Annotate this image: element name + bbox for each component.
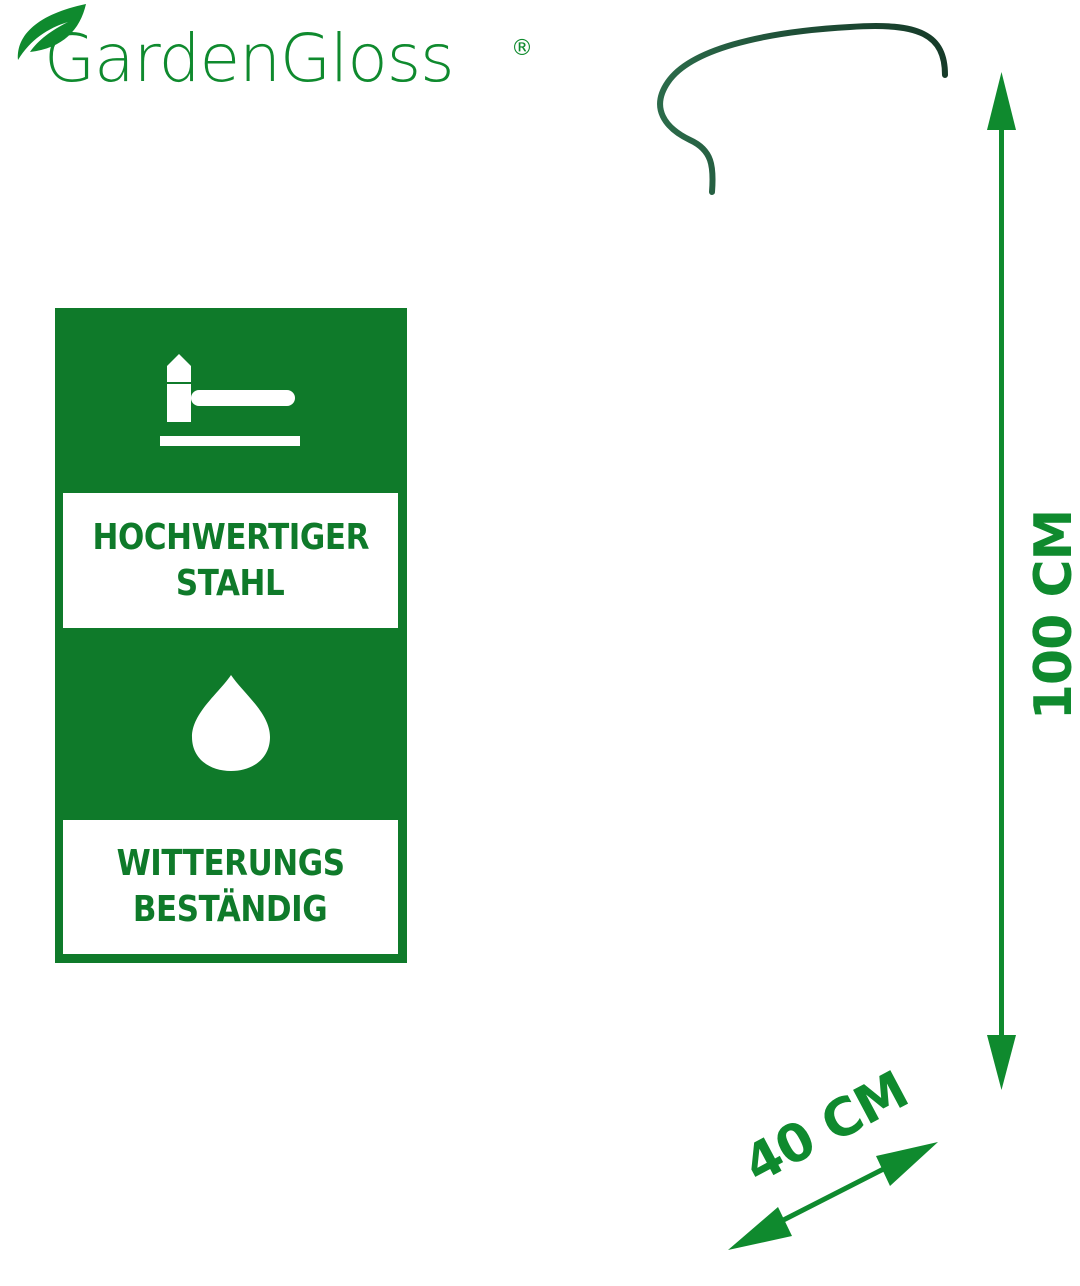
feature-label-line: BESTÄNDIG: [133, 889, 328, 930]
feature-label-line: STAHL: [176, 562, 285, 604]
water-drop-icon: [192, 675, 270, 771]
registered-mark: ®: [511, 36, 533, 61]
feature-label-steel: HOCHWERTIGER STAHL: [63, 493, 398, 628]
width-arrow: [728, 1142, 938, 1250]
height-dimension-label: 100 CM: [1024, 509, 1080, 721]
brand-logo: GardenGloss ®: [8, 0, 548, 110]
height-arrow: [987, 72, 1016, 1090]
hammer-icon: [160, 354, 300, 446]
feature-panel: HOCHWERTIGER STAHL WITTERUNGS BESTÄNDIG: [55, 308, 407, 963]
feature-label-line: HOCHWERTIGER: [92, 516, 369, 558]
feature-label-weather: WITTERUNGS BESTÄNDIG: [63, 820, 398, 954]
brand-name: GardenGloss: [44, 20, 455, 97]
feature-label-line: WITTERUNGS: [116, 843, 345, 884]
plant-support-hoop: [657, 23, 948, 1258]
leaf-icon: [17, 4, 86, 60]
